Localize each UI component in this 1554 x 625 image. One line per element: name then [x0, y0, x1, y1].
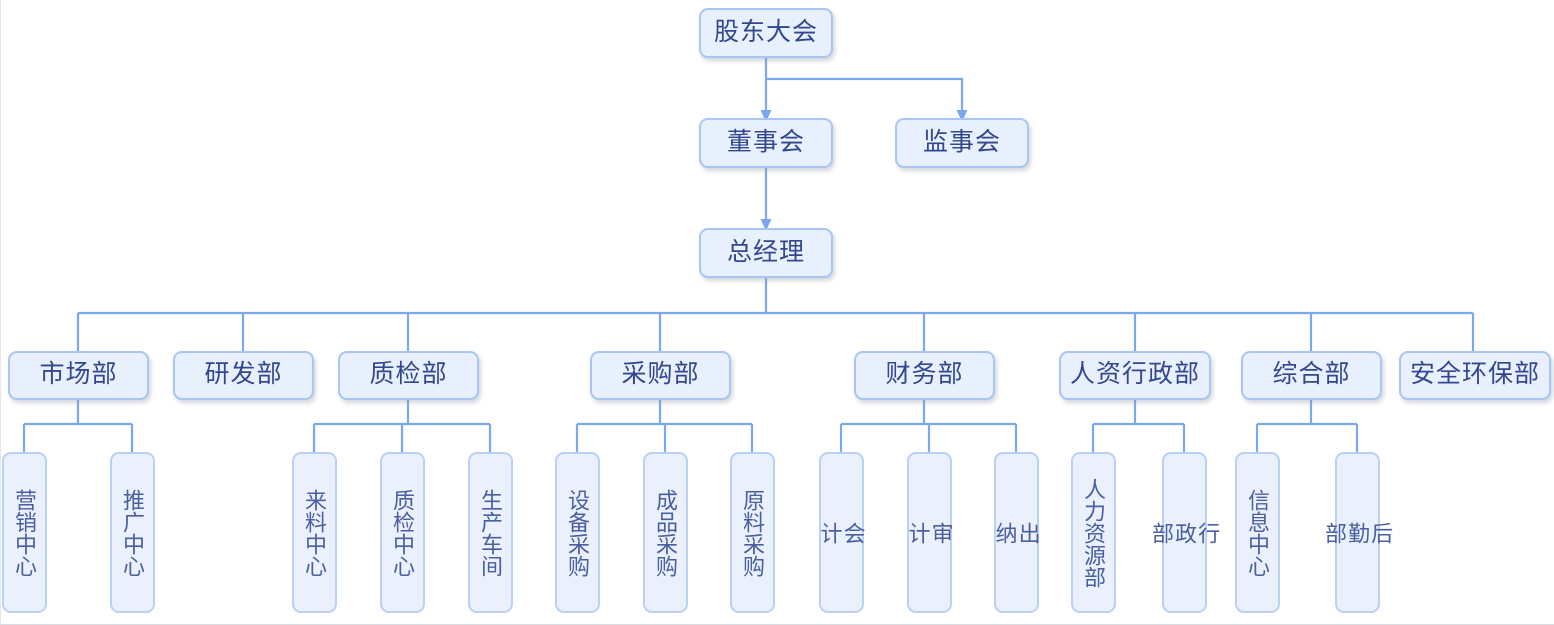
- node-leaf-audit[interactable]: 审计: [905, 452, 954, 613]
- node-leaf-production-workshop[interactable]: 生产车间: [468, 452, 513, 613]
- node-label: 质检中心: [390, 488, 416, 577]
- node-label: 信息中心: [1245, 488, 1271, 577]
- node-leaf-logistics-dept[interactable]: 后勤部: [1322, 452, 1393, 613]
- node-label: 监事会: [922, 128, 1001, 156]
- node-department-hr-admin[interactable]: 人资行政部: [1059, 351, 1211, 400]
- node-label: 董事会: [726, 128, 805, 156]
- node-label: 安全环保部: [1409, 361, 1540, 389]
- node-department-finance[interactable]: 财务部: [854, 351, 995, 400]
- node-leaf-equipment-purchase[interactable]: 设备采购: [555, 452, 600, 613]
- node-department-rnd[interactable]: 研发部: [173, 351, 314, 400]
- node-board[interactable]: 董事会: [699, 118, 833, 168]
- node-label: 设备采购: [565, 488, 591, 577]
- node-label: 推广中心: [120, 488, 146, 577]
- node-label: 来料中心: [302, 488, 328, 577]
- node-label: 会计: [817, 521, 866, 544]
- node-leaf-finished-goods-purchase[interactable]: 成品采购: [643, 452, 688, 613]
- node-label: 股东大会: [713, 18, 818, 46]
- left-edge-rule: [0, 0, 1, 625]
- node-leaf-information-center[interactable]: 信息中心: [1235, 452, 1280, 613]
- node-leaf-sales-center[interactable]: 营销中心: [2, 452, 47, 613]
- node-label: 后勤部: [1321, 521, 1394, 544]
- node-label: 审计: [905, 521, 954, 544]
- node-leaf-promotion-center[interactable]: 推广中心: [110, 452, 155, 613]
- node-label: 原料采购: [740, 488, 766, 577]
- node-leaf-human-resources-dept[interactable]: 人力资源部: [1071, 452, 1116, 613]
- node-leaf-incoming-center[interactable]: 来料中心: [292, 452, 337, 613]
- edge-shareholders-supervisors: [766, 77, 964, 113]
- node-label: 财务部: [885, 361, 964, 389]
- node-label: 市场部: [39, 361, 118, 389]
- node-label: 研发部: [204, 361, 283, 389]
- node-label: 总经理: [726, 238, 805, 266]
- node-label: 综合部: [1272, 361, 1351, 389]
- node-label: 人资行政部: [1069, 361, 1200, 389]
- node-general-manager[interactable]: 总经理: [699, 228, 833, 278]
- node-department-qc[interactable]: 质检部: [338, 351, 479, 400]
- node-leaf-accounting[interactable]: 会计: [817, 452, 866, 613]
- node-department-marketing[interactable]: 市场部: [8, 351, 149, 400]
- node-label: 采购部: [621, 361, 700, 389]
- node-leaf-cashier[interactable]: 出纳: [992, 452, 1041, 613]
- node-supervisors[interactable]: 监事会: [895, 118, 1029, 168]
- node-label: 营销中心: [12, 488, 38, 577]
- node-department-purchasing[interactable]: 采购部: [590, 351, 731, 400]
- node-department-safety-env[interactable]: 安全环保部: [1399, 351, 1551, 400]
- node-label: 生产车间: [478, 488, 504, 577]
- node-department-general[interactable]: 综合部: [1241, 351, 1382, 400]
- node-label: 人力资源部: [1081, 477, 1107, 588]
- node-leaf-raw-material-purchase[interactable]: 原料采购: [730, 452, 775, 613]
- node-label: 成品采购: [653, 488, 679, 577]
- node-label: 行政部: [1148, 521, 1221, 544]
- node-leaf-administration-dept[interactable]: 行政部: [1149, 452, 1220, 613]
- node-shareholders[interactable]: 股东大会: [699, 8, 833, 58]
- node-label: 质检部: [369, 361, 448, 389]
- node-leaf-qc-center[interactable]: 质检中心: [380, 452, 425, 613]
- node-label: 出纳: [992, 521, 1041, 544]
